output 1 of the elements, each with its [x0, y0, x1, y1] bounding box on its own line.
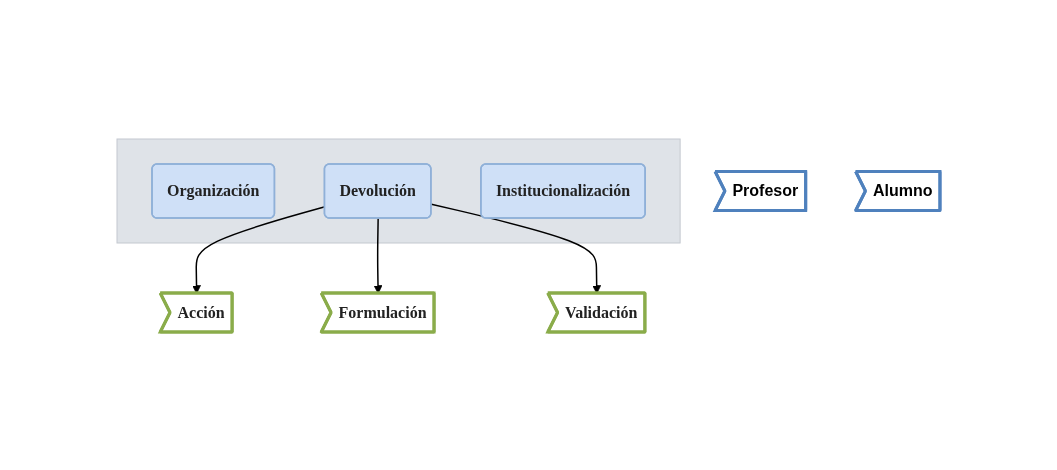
cluster: [116, 138, 681, 243]
